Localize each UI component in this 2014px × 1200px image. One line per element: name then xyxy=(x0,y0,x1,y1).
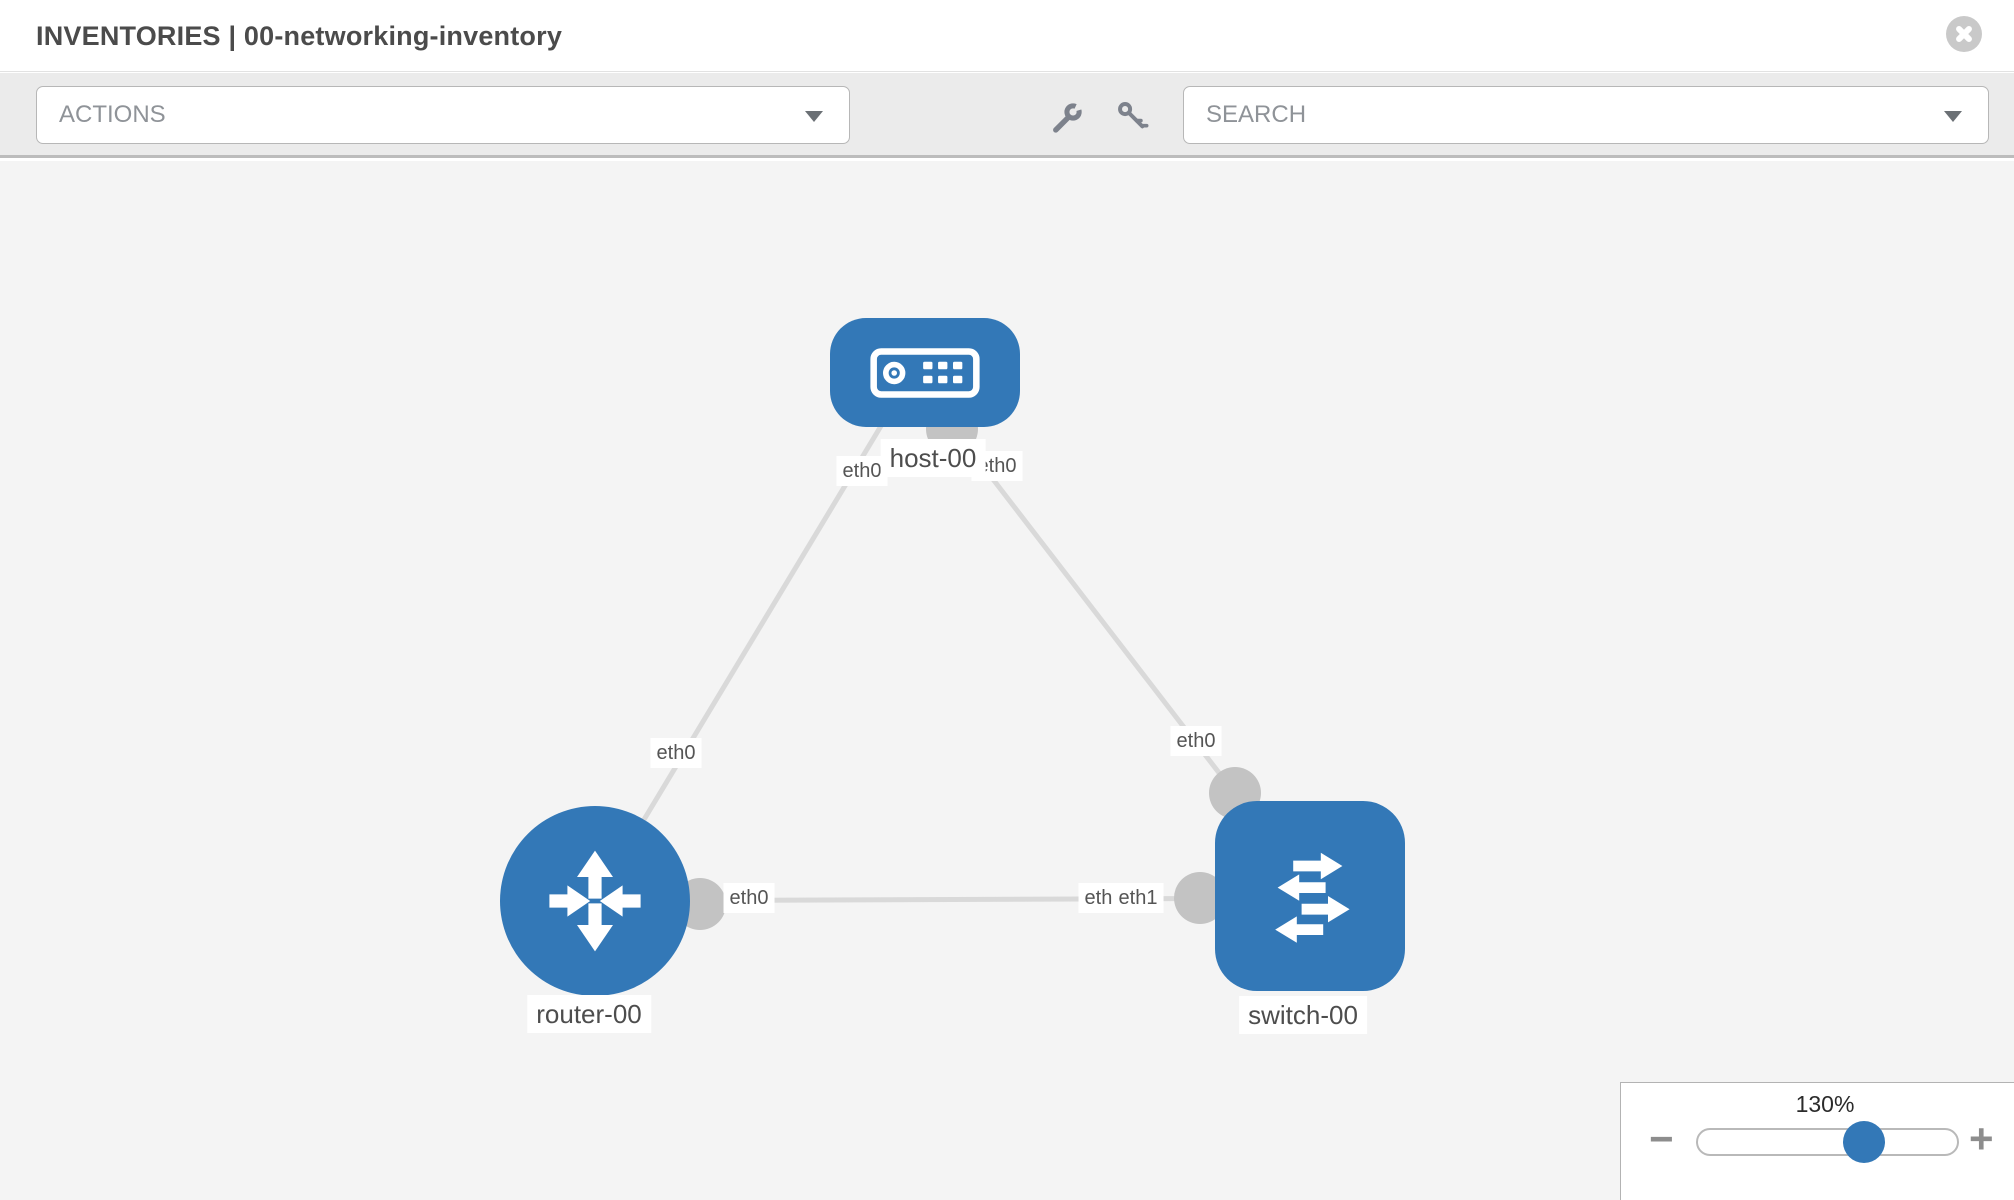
topology-edges xyxy=(592,403,1312,930)
actions-dropdown-label: ACTIONS xyxy=(59,101,166,128)
search-placeholder: SEARCH xyxy=(1206,101,1307,128)
close-icon[interactable] xyxy=(1946,16,1982,52)
zoom-slider-track[interactable] xyxy=(1696,1128,1959,1156)
zoom-slider-thumb[interactable] xyxy=(1843,1121,1885,1163)
iface-label-router-port: eth0 xyxy=(723,883,775,913)
page-title: INVENTORIES | 00-networking-inventory xyxy=(36,21,563,51)
iface-label-host-router-link: eth0 xyxy=(650,738,702,768)
host-icon xyxy=(870,347,980,398)
wrench-icon[interactable] xyxy=(1050,93,1094,135)
actions-dropdown[interactable]: ACTIONS xyxy=(36,86,850,144)
iface-label-switch-port-eth1: eth1 xyxy=(1112,883,1164,913)
header-bar: INVENTORIES | 00-networking-inventory xyxy=(0,0,2014,72)
port-switch-left[interactable] xyxy=(1174,872,1226,924)
iface-label-host-switch-link: eth0 xyxy=(1170,726,1222,756)
zoom-out-button[interactable]: − xyxy=(1649,1115,1674,1162)
router-icon xyxy=(549,850,641,952)
zoom-in-button[interactable]: + xyxy=(1969,1115,1994,1162)
node-switch-00[interactable] xyxy=(1215,801,1405,991)
node-host-00[interactable] xyxy=(830,318,1020,427)
node-label-router: router-00 xyxy=(527,995,651,1033)
node-label-host: host-00 xyxy=(880,439,986,477)
topology-canvas[interactable]: host-00 router-00 switch-00 eth0 eth0 et… xyxy=(0,161,2014,1200)
key-icon[interactable] xyxy=(1115,99,1151,135)
node-label-switch: switch-00 xyxy=(1239,996,1367,1034)
zoom-level-label: 130% xyxy=(1795,1091,1855,1117)
iface-label-host-left: eth0 xyxy=(836,456,888,486)
switch-icon xyxy=(1275,852,1350,943)
toolbar: ACTIONS SEARCH xyxy=(0,73,2014,158)
search-input[interactable]: SEARCH xyxy=(1183,86,1989,144)
chevron-down-icon xyxy=(805,111,823,122)
chevron-down-icon xyxy=(1944,111,1962,122)
node-router-00[interactable] xyxy=(500,806,690,996)
zoom-control-panel: 130% − + xyxy=(1620,1082,2014,1200)
